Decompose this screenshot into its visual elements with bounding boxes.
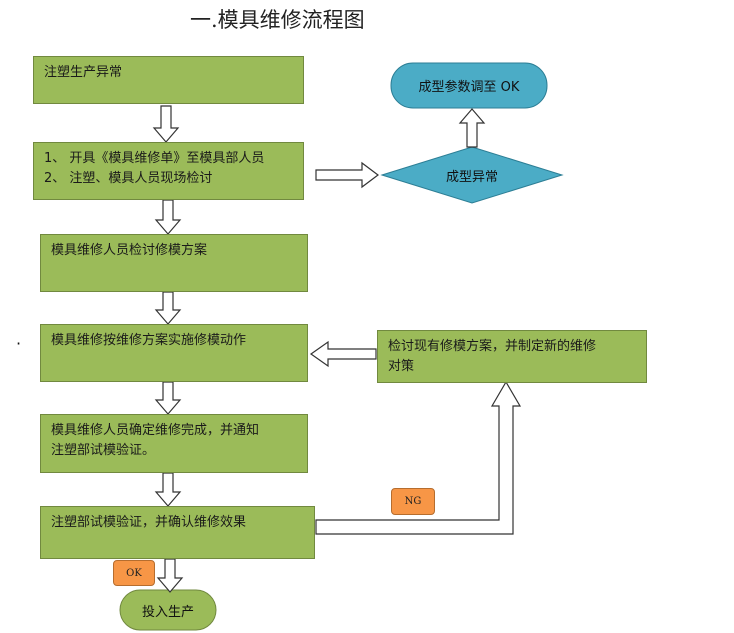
bullet-dot: · xyxy=(16,334,22,353)
arrow-n2-decision xyxy=(315,161,379,189)
node-implement-repair: 模具维修按维修方案实施修模动作 xyxy=(40,324,308,382)
ok-badge: OK xyxy=(113,560,155,586)
page-title: 一.模具维修流程图 xyxy=(190,8,365,32)
arrow-n2-n3 xyxy=(154,199,182,235)
node-review-plan: 模具维修人员检讨修模方案 xyxy=(40,234,308,292)
arrow-n6-end xyxy=(156,558,184,593)
arrow-n5-n6 xyxy=(154,472,182,507)
ok-top-terminal-shape xyxy=(390,62,548,109)
node-production-abnormal: 注塑生产异常 xyxy=(33,56,304,104)
arrow-decision-oktop xyxy=(458,108,486,148)
node-new-countermeasure: 检讨现有修模方案，并制定新的维修 对策 xyxy=(377,330,647,383)
node-open-repair-order: 1、 开具《模具维修单》至模具部人员 2、 注塑、模具人员现场检讨 xyxy=(33,142,304,200)
arrow-n3-n4 xyxy=(154,291,182,325)
end-label: 投入生产 xyxy=(141,604,194,620)
decision-label: 成型异常 xyxy=(445,169,498,185)
arrow-n7-n4 xyxy=(309,340,377,368)
ok-top-label: 成型参数调至 OK xyxy=(418,80,520,95)
arrow-n1-n2 xyxy=(152,105,180,143)
node-repair-complete: 模具维修人员确定维修完成，并通知 注塑部试模验证。 xyxy=(40,414,308,473)
node-trial-verify: 注塑部试模验证，并确认维修效果 xyxy=(40,506,315,559)
arrow-n4-n5 xyxy=(154,381,182,415)
decision-diamond xyxy=(380,146,564,204)
ng-badge: NG xyxy=(391,488,435,515)
arrow-ng-loop xyxy=(315,380,522,535)
flow-arrows xyxy=(152,105,522,593)
